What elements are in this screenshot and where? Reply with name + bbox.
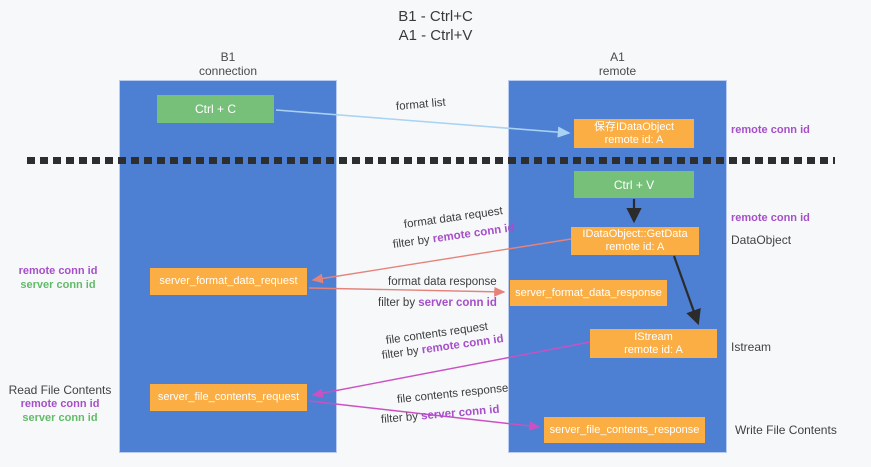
right-remote-conn-id-mid: remote conn id	[731, 211, 810, 225]
label-filter-server-1: filter by server conn id	[378, 297, 497, 309]
label-file-contents-response-text: file contents response	[396, 382, 509, 406]
node-istream-line1: IStream	[634, 330, 673, 343]
arrow-format-data-response	[308, 286, 506, 297]
node-ctrl-c: Ctrl + C	[157, 95, 274, 123]
label-remote-conn-id: remote conn id	[731, 212, 810, 224]
label-format-data-response-text: format data response	[388, 276, 497, 288]
right-column-subtitle: remote	[598, 64, 637, 78]
right-write-file-contents-label: Write File Contents	[735, 423, 837, 437]
diagram-title: B1 - Ctrl+C A1 - Ctrl+V	[0, 7, 871, 45]
node-file-response-label: server_file_contents_response	[549, 423, 700, 436]
right-column-name: A1	[610, 50, 625, 64]
label-filter-by-text: filter by	[381, 344, 423, 362]
label-server-conn-id: server conn id	[22, 412, 98, 424]
label-write-file-contents: Write File Contents	[735, 423, 837, 437]
session-divider-dashed-line	[27, 157, 835, 164]
node-save-idataobject: 保存IDataObject remote id: A	[574, 119, 694, 148]
node-server-file-contents-response: server_file_contents_response	[544, 417, 705, 443]
left-column-name: B1	[220, 50, 236, 64]
label-remote-conn-id: remote conn id	[432, 221, 516, 246]
node-ctrl-c-label: Ctrl + C	[194, 102, 236, 116]
left-read-file-contents-group: Read File Contents remote conn id server…	[4, 383, 116, 425]
right-dataobject-label: DataObject	[731, 233, 791, 247]
right-remote-conn-id-top: remote conn id	[731, 123, 810, 137]
node-file-request-label: server_file_contents_request	[157, 391, 300, 403]
label-server-conn-id: server conn id	[420, 403, 500, 423]
label-remote-conn-id: remote conn id	[20, 398, 100, 410]
node-getdata-line1: IDataObject::GetData	[582, 228, 688, 240]
label-server-conn-id: server conn id	[418, 297, 497, 309]
node-save-idataobject-line1: 保存IDataObject	[593, 120, 675, 133]
label-file-contents-response: file contents response	[396, 382, 509, 406]
node-idataobject-getdata: IDataObject::GetData remote id: A	[571, 227, 699, 255]
right-istream-label: Istream	[731, 340, 771, 354]
node-save-idataobject-line2: remote id: A	[604, 133, 664, 146]
label-filter-by-text: filter by	[392, 233, 434, 251]
label-filter-by-text: filter by	[380, 410, 422, 426]
node-server-format-data-request: server_format_data_request	[150, 268, 307, 295]
label-format-list: format list	[395, 97, 446, 113]
label-filter-server-2: filter by server conn id	[380, 404, 499, 426]
node-istream: IStream remote id: A	[590, 329, 717, 358]
node-getdata-line2: remote id: A	[605, 241, 665, 253]
label-dataobject: DataObject	[731, 233, 792, 247]
label-format-data-response: format data response	[388, 276, 497, 288]
label-filter-by-text: filter by	[378, 297, 419, 309]
label-remote-conn-id: remote conn id	[731, 124, 810, 136]
left-column-header: B1 connection	[119, 50, 337, 78]
label-remote-conn-id: remote conn id	[18, 265, 98, 277]
node-ctrl-v: Ctrl + V	[574, 171, 694, 198]
title-line-a1: A1 - Ctrl+V	[398, 27, 473, 44]
node-format-request-label: server_format_data_request	[159, 275, 298, 287]
title-line-b1: B1 - Ctrl+C	[398, 8, 473, 25]
label-server-conn-id: server conn id	[20, 279, 96, 291]
node-server-file-contents-request: server_file_contents_request	[150, 384, 307, 411]
label-istream: Istream	[731, 340, 772, 354]
label-read-file-contents: Read File Contents	[8, 383, 112, 397]
node-format-response-label: server_format_data_response	[515, 286, 662, 299]
right-column-header: A1 remote	[508, 50, 727, 78]
label-format-list-text: format list	[395, 96, 447, 113]
node-istream-line2: remote id: A	[624, 343, 683, 356]
left-conn-id-group-format: remote conn id server conn id	[8, 264, 108, 292]
left-column-subtitle: connection	[198, 64, 258, 78]
node-ctrl-v-label: Ctrl + V	[613, 177, 655, 192]
node-server-format-data-response: server_format_data_response	[510, 280, 667, 306]
